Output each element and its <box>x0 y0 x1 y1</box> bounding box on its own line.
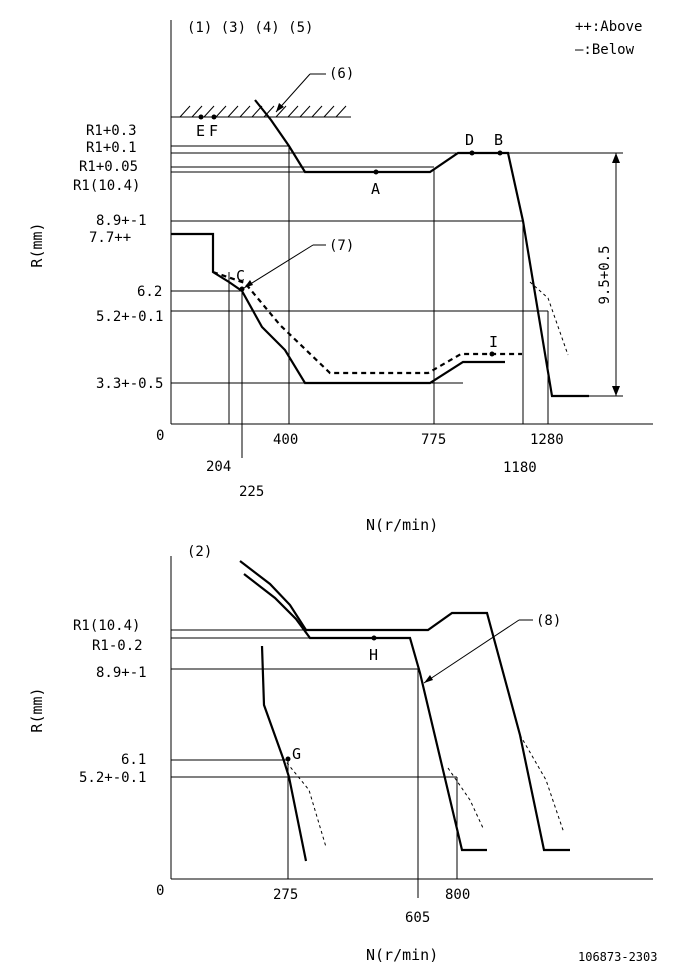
callout-7: (7) <box>329 238 354 254</box>
drawing-number: 106873-2303 <box>578 950 657 964</box>
bottom-dash-3 <box>519 734 565 834</box>
stroke-dimension: 9.5+0.5 <box>597 153 620 396</box>
bottom-chart: (2) R1(10.4) R1-0.2 8.9+-1 6.1 5.2+-0.1 … <box>28 544 653 964</box>
callout-6: (6) <box>329 66 354 82</box>
bottom-ytick-6-1: 6.1 <box>121 752 146 768</box>
top-ytick-8-9: 8.9+-1 <box>96 213 147 229</box>
full-load-curve <box>254 99 589 398</box>
top-xtick-225: 225 <box>239 484 264 500</box>
point-h: H <box>369 646 378 664</box>
top-xtick-204: 204 <box>206 459 231 475</box>
top-header-labels: (1) (3) (4) (5) <box>187 20 313 36</box>
idle-curve-solid <box>171 232 505 385</box>
top-ytick-r1-plus-0-3: R1+0.3 <box>86 123 137 139</box>
top-ytick-7-7: 7.7++ <box>89 230 131 246</box>
bottom-ytick-8-9: 8.9+-1 <box>96 665 147 681</box>
bottom-x-axis-label: N(r/min) <box>366 946 438 964</box>
top-ytick-r1-plus-0-1: R1+0.1 <box>86 140 137 156</box>
top-chart: (1) (3) (4) (5) ++:Above —:Below <box>28 19 653 534</box>
bottom-origin: 0 <box>156 883 164 899</box>
top-ytick-6-2: 6.2 <box>137 284 162 300</box>
bottom-ytick-r1: R1(10.4) <box>73 618 140 634</box>
top-x-axis-label: N(r/min) <box>366 516 438 534</box>
point-i: I <box>489 333 498 351</box>
top-y-axis-label: R(mm) <box>28 222 46 267</box>
point-d: D <box>465 131 474 149</box>
top-xtick-1180: 1180 <box>503 460 537 476</box>
bottom-xtick-605: 605 <box>405 910 430 926</box>
top-ytick-3-3: 3.3+-0.5 <box>96 376 163 392</box>
top-ytick-r1: R1(10.4) <box>73 178 140 194</box>
bottom-xtick-275: 275 <box>273 887 298 903</box>
point-e: E <box>196 122 205 140</box>
bottom-upper-curve <box>239 560 570 852</box>
dimension-label: 9.5+0.5 <box>597 245 613 304</box>
bottom-lower-curve <box>243 573 487 852</box>
top-ytick-r1-plus-0-05: R1+0.05 <box>79 159 138 175</box>
bottom-ytick-5-2: 5.2+-0.1 <box>79 770 146 786</box>
idle-curve-dashed <box>212 270 522 375</box>
bottom-dash-1 <box>282 757 327 848</box>
point-a: A <box>371 180 380 198</box>
top-xtick-775: 775 <box>421 432 446 448</box>
top-governor-tail <box>529 281 569 356</box>
callout-8: (8) <box>536 613 561 629</box>
point-g: G <box>292 745 301 763</box>
point-b: B <box>494 131 503 149</box>
legend-above: ++:Above <box>575 19 642 35</box>
bottom-xtick-800: 800 <box>445 887 470 903</box>
top-xtick-400: 400 <box>273 432 298 448</box>
bottom-dash-2 <box>447 767 484 829</box>
legend-below: —:Below <box>575 42 635 58</box>
point-f: F <box>209 122 218 140</box>
top-origin: 0 <box>156 428 164 444</box>
bottom-header-labels: (2) <box>187 544 212 560</box>
top-ytick-5-2: 5.2+-0.1 <box>96 309 163 325</box>
bottom-ytick-r1-minus-0-2: R1-0.2 <box>92 638 143 654</box>
top-xtick-1280: 1280 <box>530 432 564 448</box>
point-c: C <box>236 267 245 285</box>
bottom-y-axis-label: R(mm) <box>28 687 46 732</box>
